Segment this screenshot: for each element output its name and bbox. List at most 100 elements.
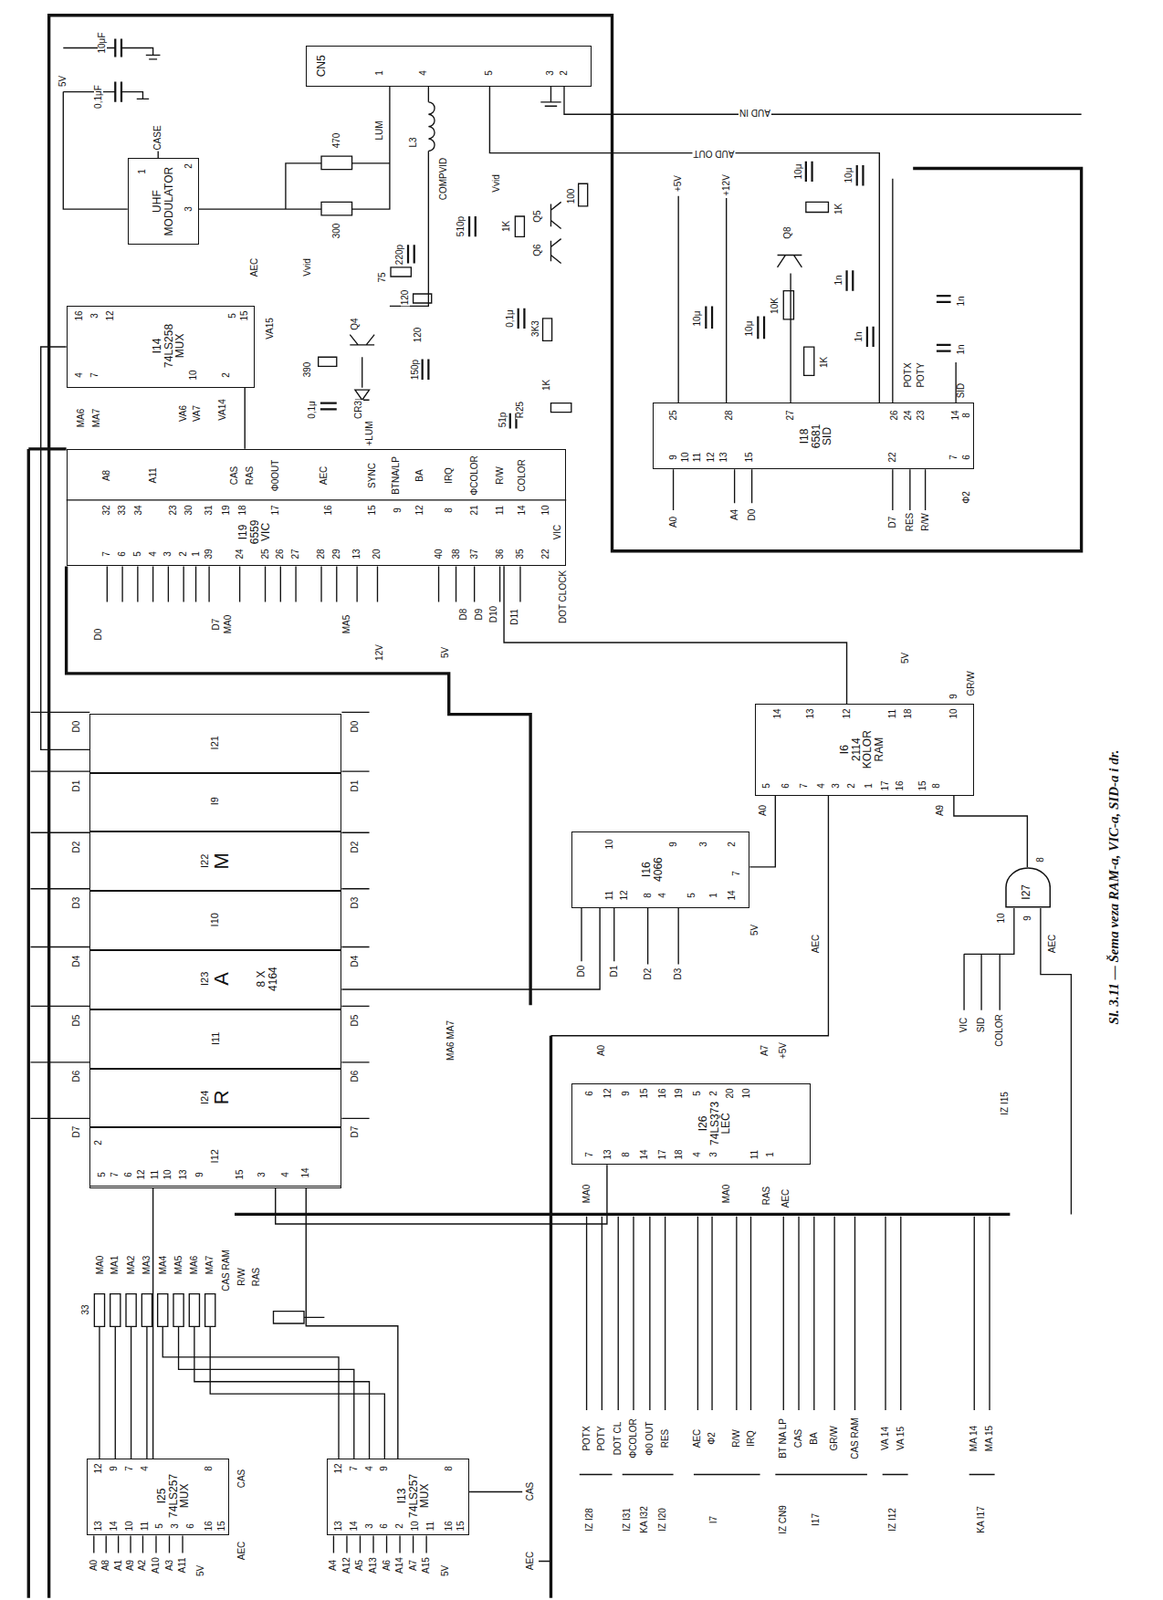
- signal-label: 1K: [834, 202, 844, 216]
- signal-label: GR/W: [966, 670, 976, 697]
- signal-label: 14: [639, 1148, 650, 1161]
- signal-label: 13: [178, 1169, 189, 1182]
- signal-label: VIC: [959, 1016, 969, 1035]
- resistor-symbol: [94, 156, 828, 1327]
- signal-label: A0: [669, 515, 679, 529]
- signal-label: A3: [165, 1559, 175, 1572]
- signal-label: 4: [692, 1151, 702, 1159]
- signal-label: 0,1μF: [94, 83, 104, 110]
- signal-label: +LUM: [365, 419, 375, 447]
- signal-label: D9: [474, 607, 484, 621]
- signal-label: 20: [725, 1087, 735, 1100]
- signal-label: 6: [124, 1172, 134, 1180]
- signal-label: D3: [72, 896, 82, 911]
- signal-label: 17: [658, 1148, 668, 1161]
- chip-box: I9: [89, 773, 342, 833]
- signal-label: 2: [178, 550, 189, 558]
- signal-label: 17: [271, 503, 281, 516]
- signal-label: 38: [451, 547, 462, 560]
- signal-label: 4: [281, 1172, 291, 1180]
- wire-connector: [749, 796, 776, 868]
- signal-label: 10: [742, 1087, 752, 1100]
- and-gate-symbol: [1005, 868, 1050, 908]
- signal-label: 5V: [750, 923, 760, 937]
- signal-label: A0: [758, 804, 768, 818]
- signal-label: 17: [880, 779, 891, 792]
- signal-label: 33: [81, 1303, 91, 1316]
- signal-label: A2: [137, 1559, 147, 1572]
- wire-connector: [152, 1188, 154, 1459]
- signal-label: POTX: [903, 362, 913, 389]
- signal-label: 13: [719, 450, 729, 463]
- signal-label: 11: [140, 1520, 150, 1532]
- chip-name: SID: [821, 423, 834, 450]
- chip-name: I9: [210, 796, 222, 807]
- signal-label: 10: [125, 1519, 135, 1532]
- signal-label: 25: [669, 408, 679, 421]
- chip-box: CN5: [305, 45, 592, 87]
- chip-box: I23A: [89, 950, 342, 1010]
- chip-name: 8 X 4164: [255, 965, 279, 992]
- signal-label: MA5: [342, 614, 352, 636]
- signal-label: 4: [419, 70, 429, 78]
- signal-label: VA15: [265, 316, 275, 341]
- signal-label: D4: [350, 953, 360, 968]
- chip-name: 74LS257: [167, 1473, 180, 1519]
- signal-label: Vvid: [303, 257, 313, 277]
- signal-label: MA6 MA7: [446, 1019, 456, 1062]
- signal-label: D0: [747, 508, 757, 523]
- signal-label: A10: [151, 1557, 161, 1576]
- signal-label: 3: [365, 1522, 375, 1530]
- signal-label: 21: [470, 503, 480, 516]
- signal-label: IRQ: [444, 466, 454, 485]
- signal-label: Q4: [350, 317, 360, 332]
- signal-label: BA: [415, 468, 425, 482]
- signal-label: A13: [368, 1557, 378, 1576]
- signal-label: D5: [350, 1013, 360, 1027]
- chip-name: I19: [237, 519, 250, 545]
- signal-label: COLOR: [995, 1013, 1005, 1048]
- signal-label: 1: [137, 167, 147, 176]
- signal-label: COLOR: [517, 458, 527, 493]
- signal-label: R/W: [237, 1267, 247, 1287]
- signal-label: 300: [332, 221, 342, 240]
- signal-label: D0: [576, 963, 587, 978]
- signal-label: 3: [831, 782, 841, 790]
- signal-label: A7: [408, 1559, 419, 1572]
- signal-label: 6: [781, 782, 791, 790]
- signal-label: DOT CLOCK: [558, 569, 568, 625]
- signal-label: CR3: [354, 399, 364, 420]
- signal-label: 5V: [440, 1564, 451, 1578]
- chip-name: I16: [641, 857, 654, 883]
- chip-name: I13: [396, 1473, 409, 1519]
- signal-label: A12: [342, 1557, 352, 1576]
- signal-label: 2: [559, 70, 569, 78]
- chip-name: CN5: [315, 53, 328, 77]
- signal-label: 12: [842, 708, 852, 721]
- signal-label: A6: [382, 1559, 392, 1572]
- signal-label: 1n: [956, 344, 966, 357]
- signal-label: 9: [393, 506, 403, 514]
- signal-label: 10μF: [97, 31, 107, 54]
- signal-label: 12: [415, 503, 425, 516]
- signal-label: 10: [188, 369, 199, 382]
- signal-label: +5V: [778, 1041, 788, 1060]
- signal-label: 16: [74, 310, 84, 323]
- signal-label: 5: [692, 1089, 702, 1098]
- signal-label: POTX: [582, 1424, 592, 1452]
- signal-label: 9: [669, 453, 679, 462]
- signal-label: Q6: [533, 242, 543, 257]
- signal-label: VA14: [218, 398, 228, 422]
- signal-label: LUM: [375, 119, 385, 141]
- signal-label: 25: [261, 547, 271, 560]
- signal-label: D6: [72, 1069, 82, 1084]
- signal-label: 11: [150, 1169, 160, 1181]
- chip-box: I11: [89, 1009, 342, 1069]
- signal-label: 16: [204, 1519, 214, 1532]
- signal-label: 18: [238, 503, 248, 516]
- signal-label: 28: [316, 547, 326, 560]
- signal-label: 19: [221, 503, 231, 516]
- signal-label: 33: [117, 503, 127, 516]
- chip-name: RAM: [873, 730, 886, 770]
- signal-label: 12: [619, 890, 629, 902]
